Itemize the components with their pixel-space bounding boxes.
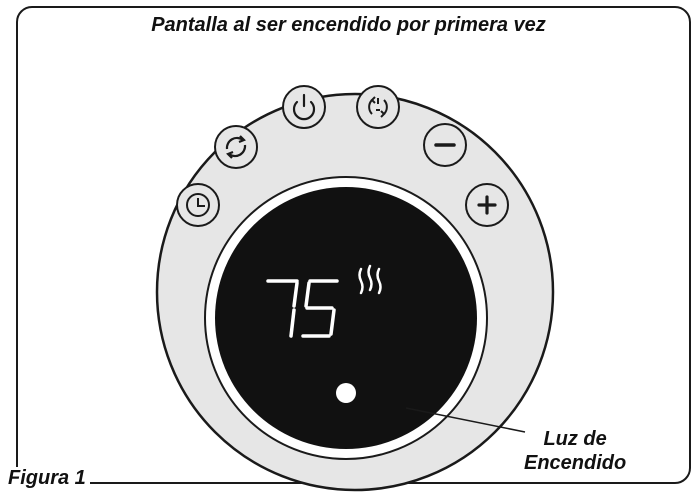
power-icon bbox=[292, 93, 316, 121]
figure-label: Figura 1 bbox=[6, 467, 90, 490]
mode-cycle-icon bbox=[368, 96, 388, 118]
decrease-button[interactable] bbox=[423, 123, 467, 167]
power-light-callout: Luz de Encendido bbox=[524, 427, 626, 475]
figure-title: Pantalla al ser encendido por primera ve… bbox=[151, 14, 546, 36]
plus-icon bbox=[477, 195, 497, 215]
mode-button[interactable] bbox=[356, 85, 400, 129]
digit-five bbox=[301, 279, 339, 338]
power-indicator-light bbox=[336, 383, 356, 403]
increase-button[interactable] bbox=[465, 183, 509, 227]
oscillation-button[interactable] bbox=[214, 125, 258, 169]
clock-icon bbox=[186, 193, 210, 217]
callout-line-2: Encendido bbox=[524, 452, 627, 474]
timer-button[interactable] bbox=[176, 183, 220, 227]
display-screen bbox=[215, 187, 477, 449]
callout-line-1: Luz de bbox=[543, 428, 607, 450]
digit-seven bbox=[266, 279, 299, 338]
heat-waves-icon bbox=[358, 264, 382, 295]
power-button[interactable] bbox=[282, 85, 326, 129]
callout-leader-line bbox=[405, 407, 526, 433]
oscillation-icon bbox=[225, 135, 247, 159]
